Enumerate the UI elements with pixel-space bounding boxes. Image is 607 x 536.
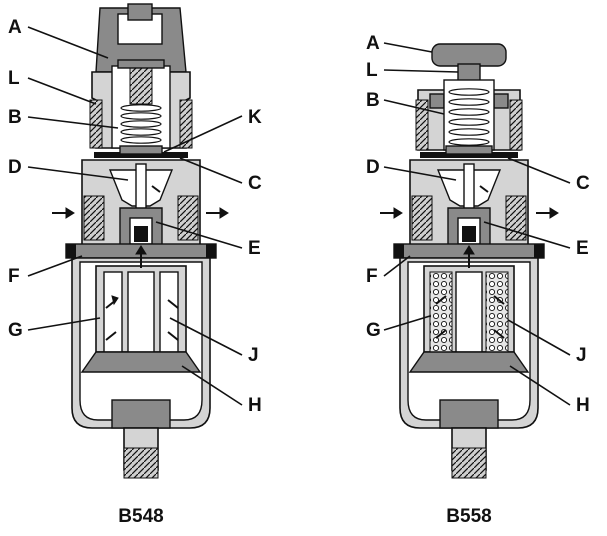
model-caption-left: B548 (118, 506, 163, 527)
callout-l-right: L (366, 60, 378, 81)
flow-arrows-right (380, 185, 559, 339)
spring-right (448, 88, 490, 146)
tee-handle-right (431, 43, 507, 67)
callout-j-left: J (248, 345, 259, 366)
diaphragm-left (94, 152, 188, 158)
callout-b-left: B (8, 107, 22, 128)
callout-k-left: K (248, 107, 262, 128)
callout-j-right: J (576, 345, 587, 366)
callout-g-left: G (8, 320, 23, 341)
callout-h-right: H (576, 395, 590, 416)
callout-d-left: D (8, 157, 22, 178)
callout-h-left: H (248, 395, 262, 416)
filter-element-left (95, 265, 187, 353)
flow-arrows-left (52, 185, 229, 341)
unit-b548 (52, 3, 229, 479)
callout-c-right: C (576, 173, 590, 194)
unit-b558 (380, 43, 559, 479)
callout-a-right: A (366, 33, 380, 54)
model-caption-right: B558 (446, 506, 491, 527)
coalescing-element-right (423, 265, 515, 353)
callout-a-left: A (8, 17, 22, 38)
baffle-right (408, 351, 530, 373)
callouts-right: A L B D C E F G J H (366, 33, 590, 416)
callout-e-right: E (576, 238, 589, 259)
callout-c-left: C (248, 173, 262, 194)
callout-d-right: D (366, 157, 380, 178)
leader-lines (27, 26, 571, 406)
callout-e-left: E (248, 238, 261, 259)
callout-f-right: F (366, 266, 378, 287)
spring-left (120, 104, 162, 144)
diaphragm-right (420, 152, 518, 158)
callout-g-right: G (366, 320, 381, 341)
callout-l-left: L (8, 68, 20, 89)
callouts-left: A L B K D C E F G J H (8, 17, 262, 416)
baffle-left (80, 351, 202, 373)
callout-f-left: F (8, 266, 20, 287)
callout-b-right: B (366, 90, 380, 111)
